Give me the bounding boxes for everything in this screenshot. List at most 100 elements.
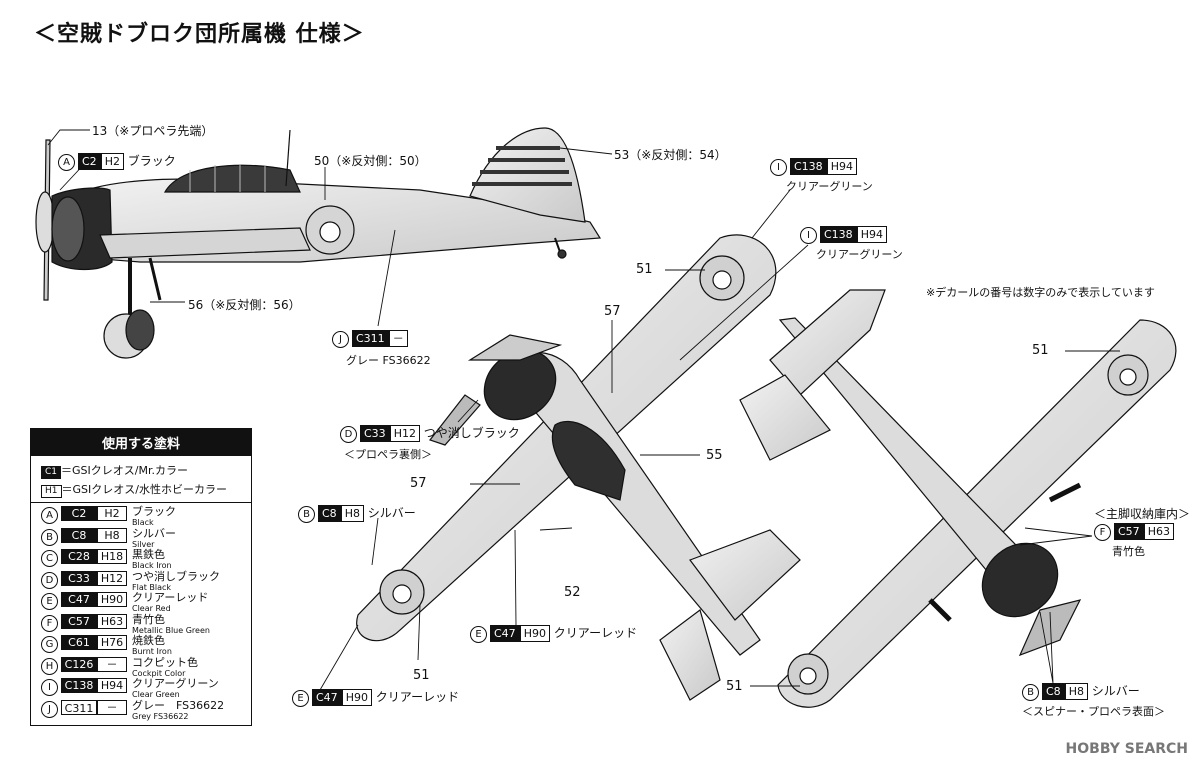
- code-c2: C2: [78, 153, 101, 170]
- spinner-note: ＜スピナー・プロペラ表面＞: [1022, 705, 1165, 718]
- legend-circle: I: [41, 679, 58, 696]
- legend-en-name: Cockpit Color: [132, 668, 186, 678]
- legend-jp-name: コクピット色: [132, 655, 198, 669]
- paint-name: ブラック: [127, 154, 176, 168]
- legend-h-code: H2: [97, 506, 127, 521]
- code-h90: H90: [341, 689, 372, 706]
- code-h-none: －: [388, 330, 408, 347]
- code-h2: H2: [100, 153, 124, 170]
- decal-57: 57: [604, 304, 621, 319]
- circle-a: A: [58, 154, 75, 171]
- decal-52: 52: [564, 585, 581, 600]
- legend-c-code: C126: [61, 656, 97, 672]
- legend-header: 使用する塗料: [31, 429, 251, 456]
- legend-c-code: C311: [61, 699, 97, 715]
- legend-en-name: Flat Black: [132, 582, 172, 592]
- code-c57: C57: [1114, 523, 1144, 540]
- legend-jp-name: つや消しブラック: [132, 569, 220, 583]
- legend-circle: E: [41, 593, 58, 610]
- legend-en-name: Black: [132, 518, 154, 527]
- legend-circle: F: [41, 614, 58, 632]
- legend-circle: B: [41, 528, 58, 546]
- legend-jp-name: 焼鉄色: [132, 634, 165, 647]
- decal-55: 55: [706, 448, 723, 463]
- paint-name: クリアーグリーン: [786, 180, 873, 193]
- label-56: 56（※反対側：56）: [188, 298, 301, 312]
- legend-jp-name: クリアーグリーン: [132, 677, 219, 690]
- code-c33: C33: [360, 425, 390, 442]
- circle-b: B: [1022, 684, 1039, 701]
- top-view-aircraft: [356, 234, 801, 701]
- legend-c-code: C138: [61, 678, 97, 693]
- legend-en-name: Black Iron: [132, 561, 172, 570]
- propeller-rear-note: ＜プロペラ裏側＞: [344, 448, 432, 461]
- legend-notes: C1＝GSIクレオス/Mr.カラー H1＝GSIクレオス/水性ホビーカラー: [31, 456, 251, 503]
- legend-c-code: C57: [61, 613, 97, 629]
- legend-c-code: C8: [61, 527, 97, 543]
- legend-en-name: Clear Red: [132, 604, 171, 613]
- page-title: ＜空賊ドブロク団所属機 仕様＞: [34, 22, 365, 47]
- code-h90: H90: [519, 625, 550, 642]
- code-c47: C47: [312, 689, 342, 706]
- legend-h-code: H76: [97, 635, 127, 650]
- code-h12: H12: [389, 425, 420, 442]
- legend-c-code: C47: [61, 592, 97, 607]
- legend-jp-name: グレー FS36622: [132, 698, 225, 712]
- paint-name: クリアーレッド: [375, 690, 460, 704]
- code-c8: C8: [318, 505, 341, 522]
- code-h94: H94: [856, 226, 887, 243]
- legend-en-name: Silver: [132, 539, 155, 549]
- legend-circle: H: [41, 657, 58, 675]
- code-h8: H8: [340, 505, 364, 522]
- paint-name: シルバー: [1091, 684, 1140, 698]
- code-c8: C8: [1042, 683, 1065, 700]
- legend-h-code: H18: [97, 549, 127, 564]
- code-c311: C311: [352, 330, 389, 347]
- legend-h-code: －: [97, 656, 127, 672]
- legend-jp-name: シルバー: [132, 526, 176, 540]
- legend-c-code: C2: [61, 506, 97, 521]
- legend-en-name: Burnt Iron: [132, 647, 172, 656]
- legend-en-name: Metallic Blue Green: [132, 625, 210, 635]
- legend-jp-name: 青竹色: [132, 612, 165, 626]
- code-h63: H63: [1143, 523, 1174, 540]
- legend-circle: A: [41, 507, 58, 524]
- gear-bay-note: ＜主脚収納庫内＞: [1094, 507, 1191, 521]
- decal-51: 51: [1032, 343, 1049, 358]
- legend-c-code: C28: [61, 549, 97, 564]
- legend-jp-name: ブラック: [132, 505, 176, 518]
- circle-e: E: [470, 626, 487, 643]
- code-h8: H8: [1064, 683, 1088, 700]
- decal-number-note: ※デカールの番号は数字のみで表示しています: [926, 286, 1155, 299]
- legend-c-code: C61: [61, 635, 97, 650]
- circle-j: J: [332, 331, 349, 348]
- circle-d: D: [340, 426, 357, 443]
- paint-name: つや消しブラック: [423, 426, 520, 440]
- legend-en-name: Grey FS36622: [132, 711, 189, 721]
- legend-circle: J: [41, 700, 58, 718]
- decal-51: 51: [413, 668, 430, 683]
- legend-note-h1: H1＝GSIクレオス/水性ホビーカラー: [41, 481, 245, 498]
- legend-h-code: H90: [97, 592, 127, 607]
- paint-name: クリアーグリーン: [816, 248, 903, 261]
